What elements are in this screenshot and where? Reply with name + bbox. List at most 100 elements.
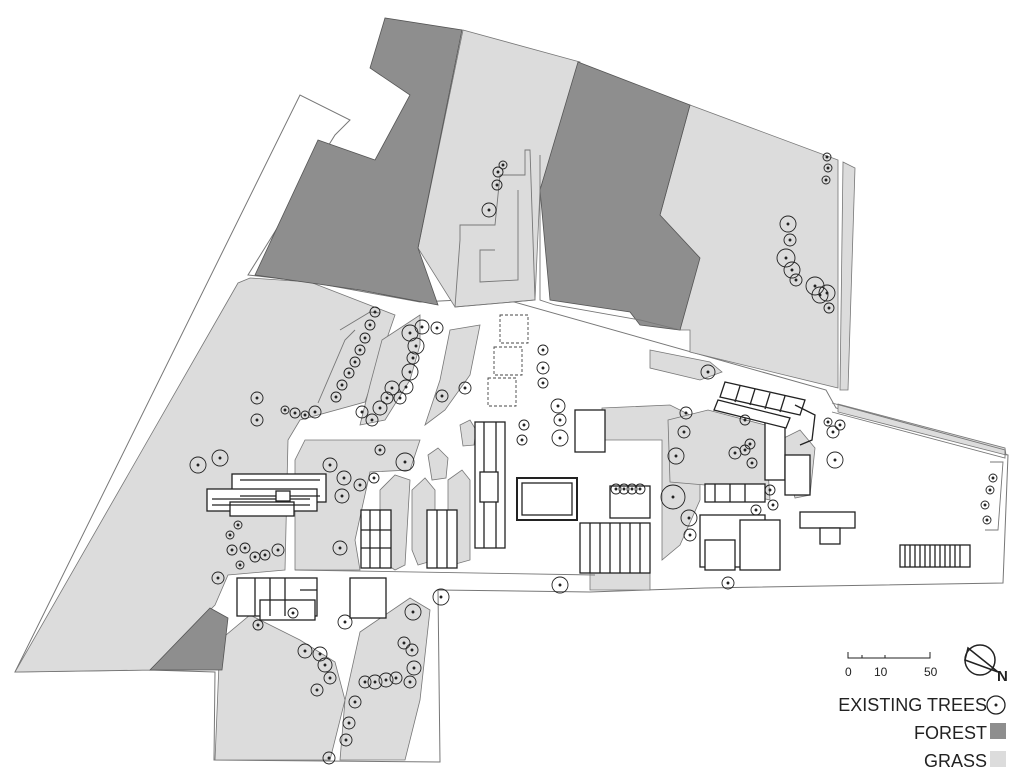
tree-symbol [822, 152, 832, 162]
tree-symbol [618, 483, 630, 495]
tree-symbol [401, 363, 419, 381]
tree-symbol [367, 674, 383, 690]
tree-symbol [308, 405, 322, 419]
tree-symbol [818, 284, 836, 302]
scale-tick-0: 0 [845, 665, 852, 679]
building-east-complex [699, 419, 811, 571]
tree-symbol [330, 391, 342, 403]
tree-symbol [779, 215, 797, 233]
tree-symbol [432, 588, 450, 606]
tree-circle-icon [986, 695, 1006, 715]
building-east-annex [799, 511, 856, 545]
scale-bar: 0 10 50 [845, 652, 938, 679]
building-far-east [899, 544, 971, 568]
tree-symbol [354, 344, 366, 356]
tree-symbol [492, 166, 504, 178]
forest-southwest [149, 607, 229, 671]
tree-symbol [660, 484, 686, 510]
tree-symbol [280, 405, 290, 415]
tree-symbol [680, 509, 698, 527]
tree-symbol [364, 319, 376, 331]
tree-symbol [634, 483, 646, 495]
tree-symbol [378, 672, 394, 688]
tree-symbol [334, 488, 350, 504]
scale-tick-10: 10 [874, 665, 888, 679]
building-southwest [236, 577, 387, 621]
tree-symbol [406, 660, 422, 676]
tree-symbol [750, 504, 762, 516]
tree-symbol [491, 179, 503, 191]
tree-symbol [823, 302, 835, 314]
building-central-4 [516, 477, 578, 521]
tree-symbol [823, 163, 833, 173]
tree-symbol [369, 306, 381, 318]
tree-symbol [322, 457, 338, 473]
tree-symbol [537, 377, 549, 389]
tree-symbol [252, 619, 264, 631]
tree-symbol [389, 671, 403, 685]
tree-symbol [683, 528, 697, 542]
buildings [206, 381, 971, 621]
forest-swatch [990, 723, 1006, 739]
scale-tick-50: 50 [924, 665, 938, 679]
tree-symbol [339, 733, 353, 747]
building-central-6 [609, 485, 651, 519]
tree-symbol [342, 716, 356, 730]
tree-symbol [458, 381, 472, 395]
building-northeast-wing [713, 381, 806, 429]
tree-symbol [211, 571, 225, 585]
tree-symbol [481, 202, 497, 218]
tree-symbol [536, 361, 550, 375]
tree-symbol [259, 549, 271, 561]
tree-symbol [721, 576, 735, 590]
tree-symbol [988, 473, 998, 483]
tree-symbol [700, 364, 716, 380]
tree-symbol [789, 273, 803, 287]
tree-symbol [297, 643, 313, 659]
building-central-3 [474, 421, 506, 549]
tree-symbol [287, 607, 299, 619]
tree-symbol [358, 675, 372, 689]
north-label: N [997, 668, 1008, 685]
tree-symbol [322, 751, 336, 765]
tree-symbol [767, 499, 779, 511]
tree-symbol [406, 351, 420, 365]
tree-symbol [226, 544, 238, 556]
tree-symbol [300, 410, 310, 420]
tree-symbol [626, 483, 638, 495]
tree-symbol [821, 175, 831, 185]
north-arrow-icon: N [964, 644, 1008, 685]
legend: EXISTING TREES FOREST GRASS [838, 695, 1006, 771]
tree-symbol [823, 417, 833, 427]
tree-symbol [189, 456, 207, 474]
tree-symbol [349, 356, 361, 368]
tree-symbol [372, 400, 388, 416]
tree-symbol [317, 657, 333, 673]
tree-symbol [337, 614, 353, 630]
building-central-1 [360, 509, 392, 569]
tree-symbol [374, 444, 386, 456]
tree-symbol [323, 671, 337, 685]
tree-symbol [537, 344, 549, 356]
tree-symbol [516, 434, 528, 446]
tree-symbol [407, 337, 425, 355]
tree-symbol [783, 261, 801, 279]
legend-label-forest: FOREST [914, 723, 987, 743]
tree-symbol [250, 391, 264, 405]
tree-symbol [393, 391, 407, 405]
tree-symbol [739, 414, 751, 426]
tree-symbol [235, 560, 245, 570]
forest-northwest [254, 17, 463, 306]
grass-band [649, 349, 723, 381]
tree-symbol [435, 389, 449, 403]
tree-symbol [610, 483, 622, 495]
tree-symbol [550, 398, 566, 414]
tree-symbol [677, 425, 691, 439]
building-west-wings [206, 473, 327, 517]
tree-symbol [289, 407, 301, 419]
tree-symbol [776, 248, 796, 268]
tree-symbol [430, 321, 444, 335]
tree-symbol [310, 683, 324, 697]
grass-swatch [990, 751, 1006, 767]
tree-symbol [405, 643, 419, 657]
